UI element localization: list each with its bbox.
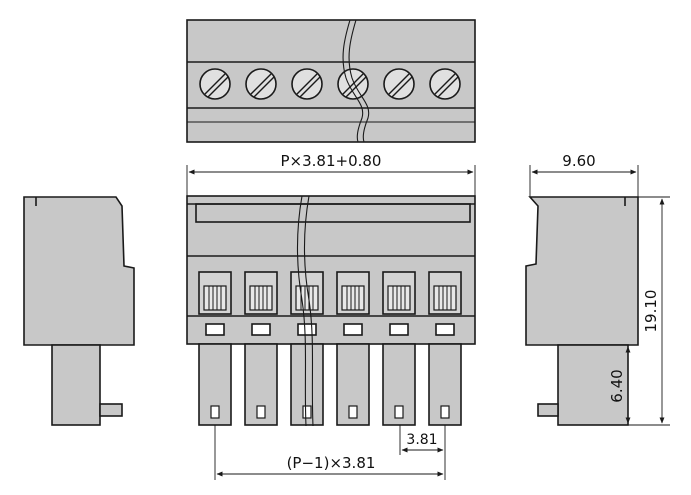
screw-head-1 [199, 68, 231, 100]
dim-pin-span: (P−1)×3.81 [214, 425, 446, 480]
pole-6 [428, 271, 462, 426]
top-view [186, 19, 476, 143]
label-pin-length: 6.40 [608, 369, 626, 402]
screw-head-2 [245, 68, 277, 100]
right-side-view [525, 196, 639, 426]
label-depth: 9.60 [562, 152, 595, 170]
pole-5 [382, 271, 416, 426]
screw-head-6 [429, 68, 461, 100]
dim-depth: 9.60 [529, 152, 639, 197]
dim-pitch: 3.81 [399, 425, 446, 455]
pole-3 [290, 271, 324, 426]
screw-head-3 [291, 68, 323, 100]
pole-4 [336, 271, 370, 426]
label-pitch: 3.81 [406, 432, 437, 448]
front-view [186, 195, 476, 427]
label-height: 19.10 [642, 290, 660, 333]
label-overall-width: P×3.81+0.80 [281, 152, 382, 170]
screw-head-4 [337, 68, 369, 100]
label-pin-span: (P−1)×3.81 [287, 454, 376, 472]
left-side-view [23, 196, 135, 426]
pole-2 [244, 271, 278, 426]
pole-1 [198, 271, 232, 426]
dim-pin-length: 6.40 [608, 344, 636, 424]
dim-overall-width: P×3.81+0.80 [186, 152, 476, 196]
screw-head-5 [383, 68, 415, 100]
dim-height: 19.10 [628, 196, 670, 426]
